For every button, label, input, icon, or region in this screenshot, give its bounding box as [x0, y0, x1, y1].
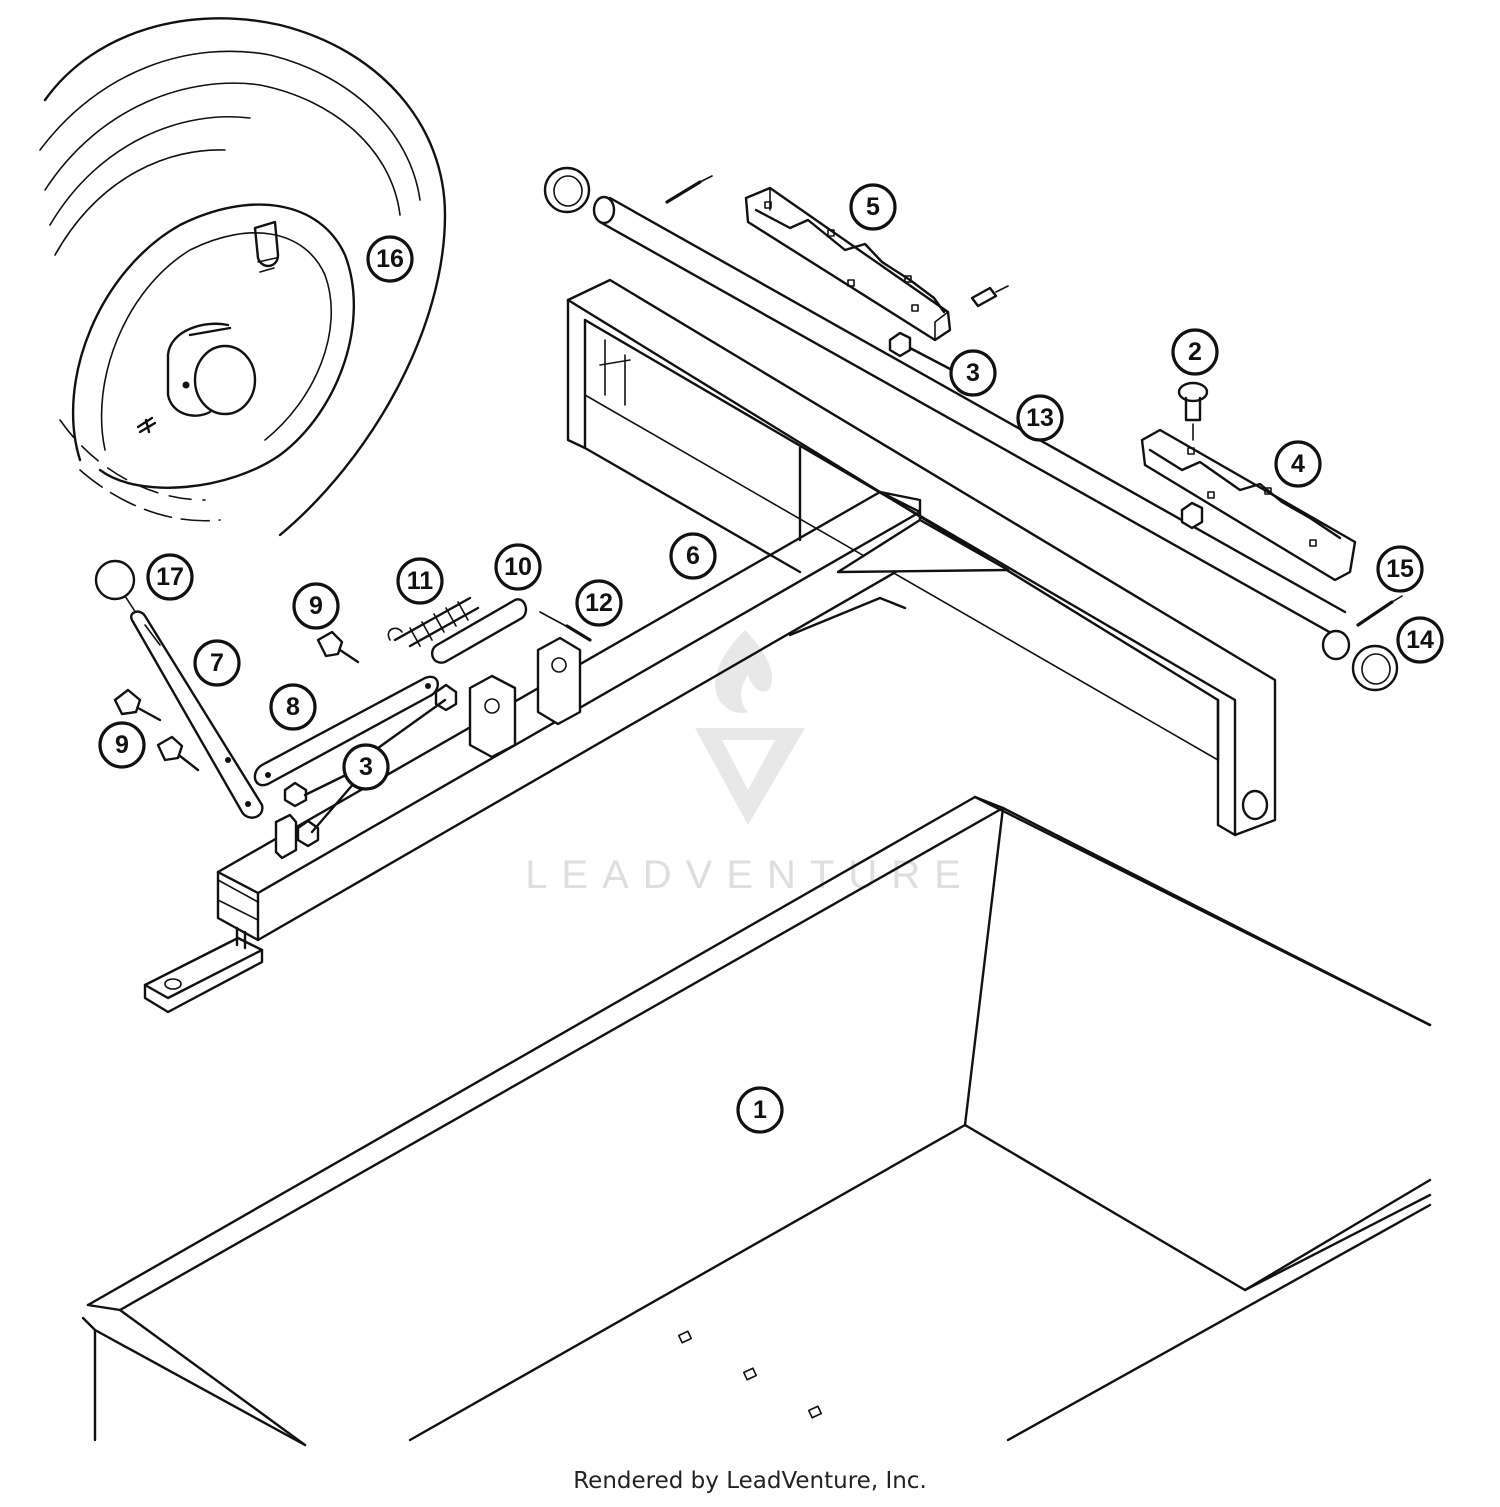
callout-9-upper: 9: [292, 582, 340, 630]
callout-1: 1: [736, 1086, 784, 1134]
callout-5: 5: [849, 183, 897, 231]
callout-12-label: 12: [585, 589, 613, 617]
callout-13: 13: [1016, 394, 1064, 442]
bracket-part-5: [744, 186, 1009, 358]
callout-16-label: 16: [376, 245, 404, 273]
callout-8-label: 8: [286, 693, 300, 721]
wheel-tire-part: [39, 17, 447, 537]
footer-credit: Rendered by LeadVenture, Inc.: [573, 1468, 927, 1494]
callout-6-label: 6: [686, 542, 700, 570]
callout-16: 16: [366, 235, 414, 283]
callout-6: 6: [669, 532, 717, 580]
watermark-text: LEADVENTURE: [525, 853, 975, 897]
callout-4: 4: [1274, 440, 1322, 488]
callout-17: 17: [146, 553, 194, 601]
callout-17-label: 17: [156, 563, 184, 591]
callout-15-label: 15: [1386, 555, 1414, 583]
callout-15: 15: [1376, 545, 1424, 593]
bracket-part-4: [1140, 381, 1357, 582]
callout-13-label: 13: [1026, 404, 1054, 432]
callout-4-label: 4: [1291, 450, 1305, 478]
callout-10-label: 10: [504, 553, 532, 581]
callout-3-lower: 3: [342, 743, 390, 791]
callout-5-label: 5: [866, 193, 880, 221]
axle-tube-part: [543, 166, 1403, 692]
callout-12: 12: [575, 579, 623, 627]
callout-7-label: 7: [210, 649, 224, 677]
callout-2: 2: [1171, 328, 1219, 376]
callout-14-label: 14: [1406, 626, 1434, 654]
callout-3-upper-label: 3: [966, 359, 980, 387]
callout-11: 11: [396, 557, 444, 605]
callout-3-lower-label: 3: [359, 753, 373, 781]
callout-8: 8: [269, 683, 317, 731]
box-part-1: [81, 795, 1432, 1447]
callout-9-upper-label: 9: [309, 592, 323, 620]
callout-14: 14: [1396, 616, 1444, 664]
callout-2-label: 2: [1188, 338, 1202, 366]
linkage-parts: [94, 559, 592, 860]
callout-7: 7: [193, 639, 241, 687]
callout-9-lower-label: 9: [115, 731, 129, 759]
callout-10: 10: [494, 543, 542, 591]
leadventure-watermark-logo: LEADVENTURE: [525, 630, 975, 897]
callout-9-lower: 9: [98, 721, 146, 769]
callout-11-label: 11: [407, 567, 434, 595]
callout-1-label: 1: [753, 1096, 767, 1124]
callout-3-upper: 3: [908, 346, 997, 397]
frame-part-6: [143, 278, 1277, 1014]
